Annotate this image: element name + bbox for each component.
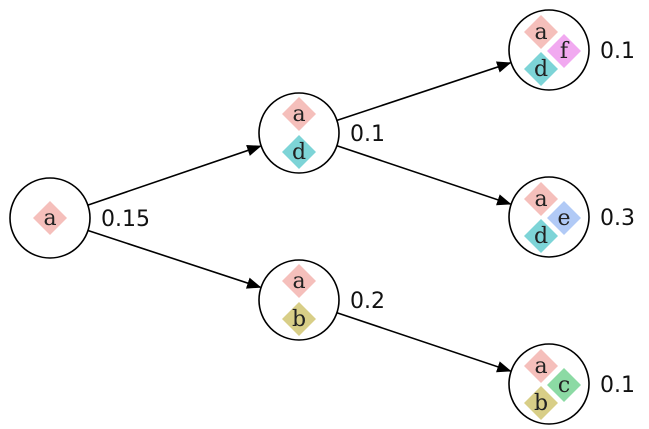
item-label-a: a (534, 187, 547, 212)
item-diamond-d (524, 219, 558, 253)
item-label-a: a (534, 20, 547, 45)
node-circle (258, 92, 340, 174)
item-label-d: d (534, 224, 548, 249)
item-label-e: e (557, 206, 570, 231)
node-n5: abc 0.1 (508, 343, 635, 425)
item-diamond-a (524, 349, 558, 383)
item-diamond-b (524, 386, 558, 420)
probability-label: 0.1 (600, 39, 635, 64)
item-label-d: d (534, 57, 548, 82)
edge-n0-n2 (87, 229, 262, 289)
node-n1: ad 0.1 (258, 92, 385, 174)
item-diamond-b (282, 302, 316, 336)
edge-n1-n4 (336, 144, 512, 206)
item-label-b: b (534, 391, 548, 416)
item-diamond-a (282, 97, 316, 131)
item-diamond-d (524, 52, 558, 86)
item-diamond-a (524, 182, 558, 216)
item-label-c: c (558, 373, 570, 398)
item-label-a: a (292, 102, 305, 127)
item-label-b: b (292, 307, 306, 332)
probability-label: 0.3 (600, 206, 635, 231)
item-diamond-d (282, 135, 316, 169)
probability-label: 0.15 (101, 207, 150, 232)
item-diamond-a (282, 264, 316, 298)
item-label-a: a (43, 206, 56, 231)
probability-label: 0.2 (350, 289, 385, 314)
probability-label: 0.1 (350, 122, 385, 147)
item-label-f: f (560, 39, 570, 64)
node-n4: ade 0.3 (508, 176, 635, 258)
node-n0: a 0.15 (9, 177, 150, 259)
probability-label: 0.1 (600, 373, 635, 398)
item-diamond-a (524, 15, 558, 49)
item-diamond-f (547, 34, 581, 68)
node-circle (258, 259, 340, 341)
item-label-d: d (292, 140, 306, 165)
node-n3: adf 0.1 (508, 9, 635, 91)
item-diamond-c (547, 368, 581, 402)
item-diamond-e (547, 201, 581, 235)
edge-n2-n5 (336, 311, 512, 373)
item-label-a: a (292, 269, 305, 294)
node-n2: ab 0.2 (258, 259, 385, 341)
edge-n0-n1 (87, 144, 262, 206)
edges-layer (87, 61, 512, 373)
edge-n1-n3 (336, 61, 512, 122)
item-diamond-a (33, 201, 67, 235)
item-label-a: a (534, 354, 547, 379)
